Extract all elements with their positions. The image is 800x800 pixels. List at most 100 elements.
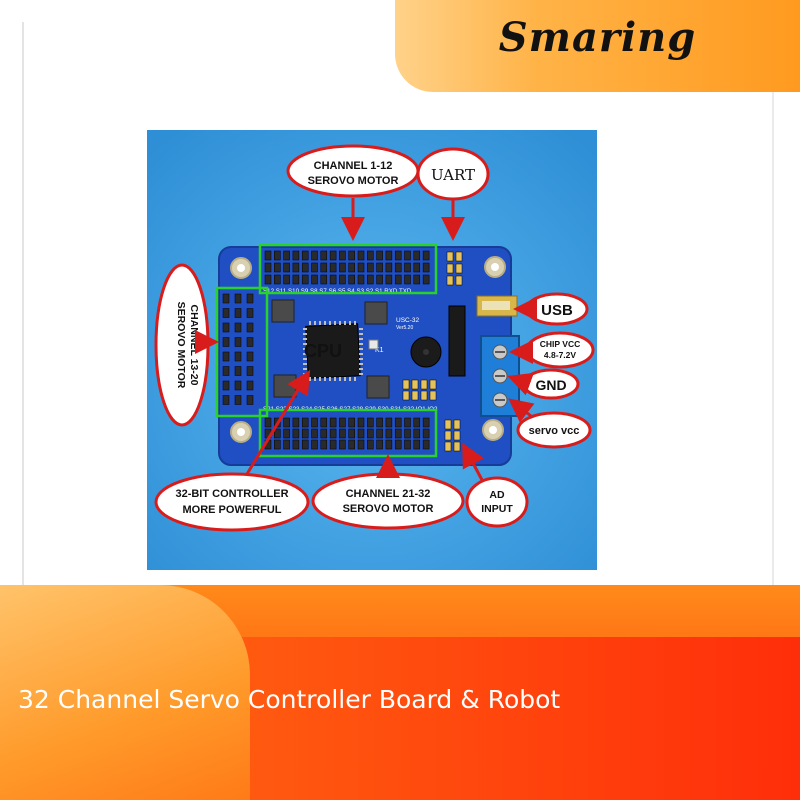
header-pin [429,390,437,401]
header-pin [444,441,452,452]
callout-usb: USB [513,292,589,326]
header-pin [339,250,346,261]
header-pin [455,263,463,274]
header-pin [446,263,454,274]
cpu-leg [324,321,326,325]
header-pin [413,439,421,450]
header-pin [385,417,393,428]
header-pin [339,274,346,285]
highlight-bottom-header [258,408,438,458]
header-pin [301,428,309,439]
header-pin [222,337,230,347]
header-pin [348,428,355,439]
header-pin [339,417,346,428]
header-pin [329,262,337,273]
cpu-leg [359,368,363,370]
header-pin [339,439,346,450]
header-pin [292,428,300,439]
header-pin [264,274,272,285]
cpu-leg [314,321,316,325]
header-pin [292,262,300,273]
header-pin [292,439,300,450]
header-pin [422,428,430,439]
cpu-leg [303,328,307,330]
header-pin [453,419,461,430]
header-pin [292,250,300,261]
pin-header-yellow [402,379,437,401]
cpu-leg [309,321,311,325]
header-pin [357,262,365,273]
header-pin [339,428,346,439]
header-pin [444,419,452,430]
header-pin [292,274,300,285]
callout-uart: UART [416,147,490,241]
cpu-leg [359,363,363,365]
header-pin [222,380,230,391]
header-pin [357,417,365,428]
bottom-banner-red-band [240,637,800,800]
cpu-leg [359,348,363,350]
callout-channel-1-12: CHANNEL 1-12 SEROVO MOTOR [286,144,420,241]
chip [364,301,388,325]
header-pin [311,439,318,450]
header-pin [413,250,421,261]
header-pin [404,250,411,261]
header-pin [385,274,393,285]
cpu-chip [303,321,363,381]
frame-line-left [22,22,24,637]
header-pin [404,274,411,285]
callout-gnd: GND [507,368,580,400]
cpu-leg [319,321,321,325]
header-pin [246,322,254,333]
header-pin [234,395,242,405]
header-pin [376,274,383,285]
header-pin [234,337,242,347]
cpu-leg [334,321,336,325]
callout-channel-13-20: SEROVO MOTOR CHANNEL 13-20 [154,263,219,427]
female-header [448,305,466,377]
header-pin [222,322,230,333]
header-pin [404,417,411,428]
callout-channel-13-20-line2: CHANNEL 13-20 [188,305,200,386]
highlight-top-header [258,243,438,295]
header-pin [246,380,254,391]
header-pin [385,250,393,261]
header-pin [367,439,374,450]
cpu-leg [303,358,307,360]
callout-servo-vcc-label: servo vcc [529,425,580,437]
header-pin [422,417,430,428]
header-pin [283,439,290,450]
header-pin [320,439,328,450]
header-pin [274,428,281,439]
header-pin [246,308,254,318]
controller-board: S12 S11 S10 S9 S8 S7 S6 S5 S4 S3 S2 S1 R… [218,246,520,466]
header-pin [348,274,355,285]
header-pin [394,274,402,285]
cpu-leg [339,321,341,325]
header-pin [320,262,328,273]
header-pin [329,417,337,428]
header-pin [234,366,242,376]
header-pin [422,262,430,273]
callout-channel-1-12-line2: SEROVO MOTOR [308,175,399,187]
frame-line-right [772,90,774,637]
callout-channel-13-20-line1: SEROVO MOTOR [175,302,187,389]
callout-controller-line1: 32-BIT CONTROLLER [175,488,288,500]
cpu-leg [303,363,307,365]
bottom-banner: 32 Channel Servo Controller Board & Robo… [0,585,800,800]
header-pin [376,262,383,273]
header-pin [453,441,461,452]
cpu-leg [359,373,363,375]
cpu-leg [329,377,331,381]
header-pin [348,250,355,261]
callout-servo-vcc: servo vcc [508,398,592,449]
header-pin [274,250,281,261]
header-pin [234,322,242,333]
header-pin [246,366,254,376]
header-pin [301,439,309,450]
header-pin [394,262,402,273]
callout-32-bit-controller: 32-BIT CONTROLLER MORE POWERFUL [154,369,311,532]
callout-channel-21-32: CHANNEL 21-32 SEROVO MOTOR [311,454,465,530]
header-pin [311,428,318,439]
header-pin [301,274,309,285]
